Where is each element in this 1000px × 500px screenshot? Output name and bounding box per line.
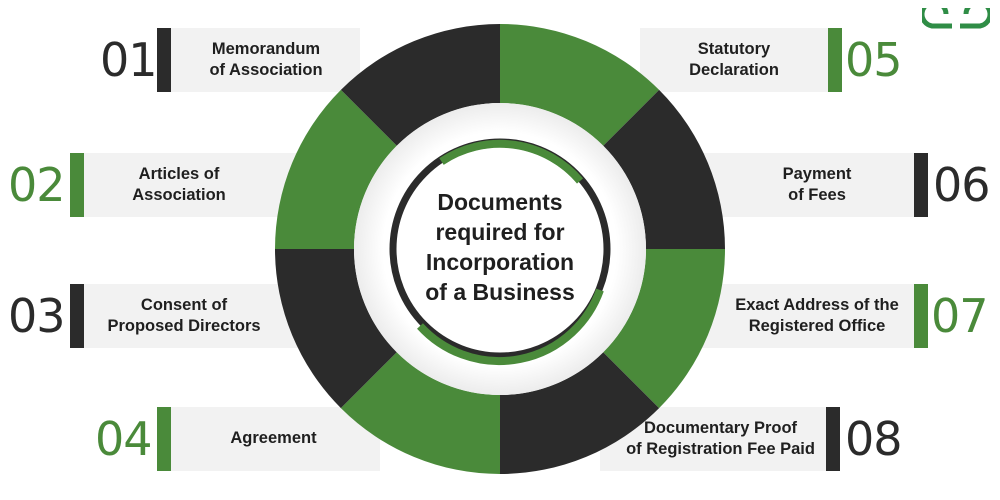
item-bar bbox=[70, 284, 84, 348]
item-bar bbox=[157, 28, 171, 92]
item-05: Statutory Declaration 05 bbox=[640, 28, 910, 92]
ring-segment-07 bbox=[603, 249, 725, 409]
ring-segment-05 bbox=[500, 24, 660, 146]
item-label: Statutory Declaration bbox=[689, 39, 779, 79]
item-bar bbox=[157, 407, 171, 471]
inner-ring-green-top bbox=[439, 139, 584, 184]
item-number: 03 bbox=[8, 289, 66, 343]
item-bar bbox=[70, 153, 84, 217]
item-06: Payment of Fees 06 bbox=[700, 153, 1000, 217]
item-04: 04 Agreement bbox=[0, 407, 380, 471]
item-band bbox=[171, 28, 360, 92]
ring-segment-06 bbox=[603, 89, 725, 249]
item-number: 04 bbox=[95, 412, 153, 466]
item-band bbox=[700, 153, 914, 217]
item-01: 01 Memorandum of Association bbox=[0, 28, 360, 92]
ring-segment-08 bbox=[500, 352, 660, 474]
center-title: Documents required for Incorporation of … bbox=[425, 189, 575, 305]
item-label: Memorandum of Association bbox=[209, 39, 323, 79]
item-bar bbox=[828, 28, 842, 92]
item-label: Payment of Fees bbox=[782, 164, 852, 204]
item-number: 01 bbox=[100, 33, 158, 87]
ring-segment-03 bbox=[275, 249, 397, 409]
center-disc bbox=[399, 148, 601, 350]
item-band bbox=[84, 153, 300, 217]
item-label: Exact Address of the Registered Office bbox=[735, 295, 899, 335]
item-02: 02 Articles of Association bbox=[0, 153, 300, 217]
item-bar bbox=[826, 407, 840, 471]
item-07: Exact Address of the Registered Office 0… bbox=[700, 284, 1000, 348]
item-number: 06 bbox=[933, 158, 991, 212]
item-band bbox=[171, 407, 380, 471]
inner-ring-green-bottom bbox=[417, 288, 604, 365]
item-band bbox=[84, 284, 300, 348]
ring-segment-02 bbox=[275, 89, 397, 249]
item-bar bbox=[914, 284, 928, 348]
item-bar bbox=[914, 153, 928, 217]
item-band bbox=[640, 28, 828, 92]
item-band bbox=[700, 284, 914, 348]
gfg-logo-icon bbox=[922, 8, 990, 29]
ring-segment-04 bbox=[340, 352, 500, 474]
item-label: Documentary Proof of Registration Fee Pa… bbox=[626, 418, 815, 458]
item-label: Agreement bbox=[230, 429, 317, 448]
item-03: 03 Consent of Proposed Directors bbox=[0, 284, 300, 348]
ring-segment-01 bbox=[340, 24, 500, 146]
item-number: 05 bbox=[845, 33, 903, 87]
item-number: 02 bbox=[8, 158, 66, 212]
item-label: Consent of Proposed Directors bbox=[107, 295, 261, 335]
item-number: 07 bbox=[931, 289, 989, 343]
item-number: 08 bbox=[845, 412, 903, 466]
item-label: Articles of Association bbox=[132, 164, 226, 204]
